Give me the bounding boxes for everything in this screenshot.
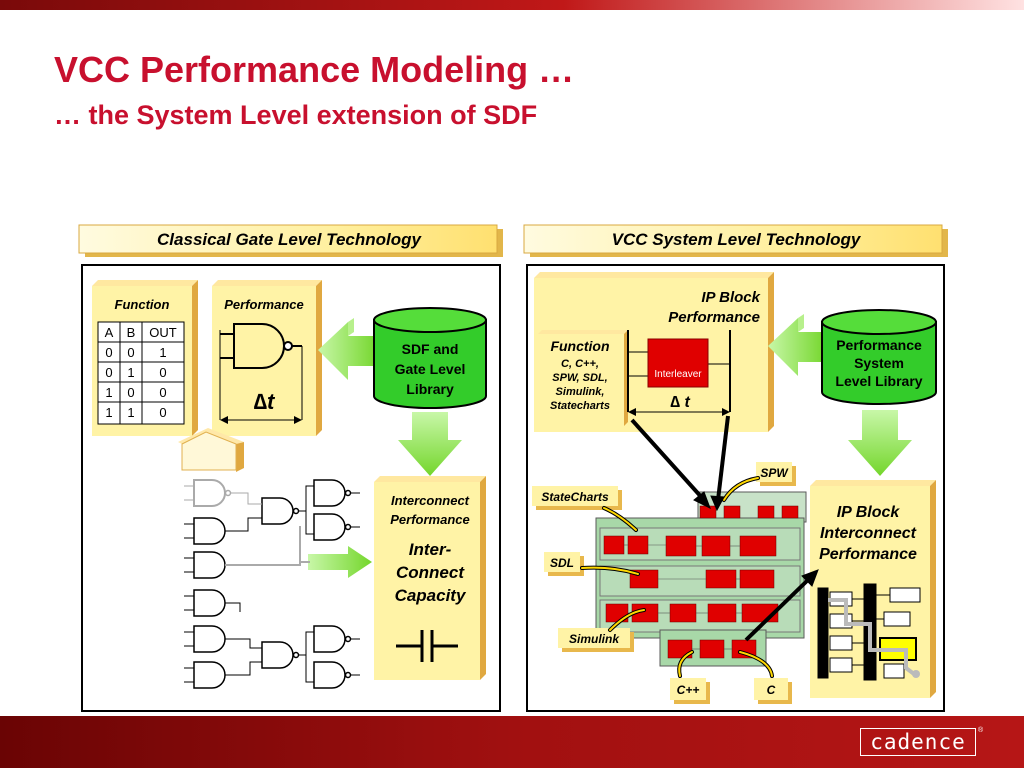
green-arrow-down-1 [398, 412, 462, 476]
ip-interconnect-line2: Interconnect [820, 525, 917, 542]
sdf-library-line3: Library [406, 381, 454, 397]
ip-perf-line2: Performance [668, 309, 760, 326]
bottom-bar [0, 716, 1024, 768]
table-header-out: OUT [149, 325, 177, 340]
sdf-library-line1: SDF and [402, 341, 459, 357]
ip-block-interconnect-box: IP Block Interconnect Performance [810, 480, 936, 698]
callout-statecharts-label: StateCharts [541, 490, 609, 504]
ip-function-label: Function [550, 338, 609, 354]
table-header-b: B [127, 325, 136, 340]
table-cell: 0 [105, 345, 112, 360]
slide-subtitle: … the System Level extension of SDF [54, 100, 538, 130]
hollow-up-arrow [178, 428, 244, 472]
table-header-a: A [105, 325, 114, 340]
truth-table: A B OUT 0 0 1 0 1 0 1 0 0 1 1 0 [97, 321, 185, 425]
performance-box: Performance ∆t [212, 280, 322, 436]
connector-arrows [630, 415, 819, 642]
ip-block-performance-box: IP Block Performance Function C, C++, SP… [534, 272, 774, 432]
performance-label: Performance [224, 297, 303, 312]
right-panel-header: VCC System Level Technology [523, 224, 948, 257]
bus-diagram-icon [817, 583, 921, 681]
interconnect-line1: Interconnect [391, 493, 470, 508]
table-cell: 1 [105, 405, 112, 420]
left-panel-header: Classical Gate Level Technology [78, 224, 503, 257]
delta-t-label: ∆t [254, 389, 276, 414]
table-cell: 0 [159, 365, 166, 380]
callout-sdl-label: SDL [550, 556, 574, 570]
callout-cpp: C++ [670, 678, 710, 704]
interconnect-box: Interconnect Performance Inter- Connect … [374, 476, 486, 680]
green-arrow-left-1 [318, 318, 378, 380]
callout-arrows-fill [581, 477, 773, 677]
sdf-library-line2: Gate Level [395, 361, 466, 377]
ip-function-lang: Simulink, [556, 386, 605, 398]
gate-schematic [193, 479, 352, 689]
table-cell: 0 [159, 385, 166, 400]
callout-statecharts: StateCharts [532, 486, 622, 510]
interconnect-line2: Performance [390, 512, 469, 527]
sdf-library-cylinder: SDF and Gate Level Library [373, 307, 487, 409]
table-cell: 0 [105, 365, 112, 380]
callout-spw: SPW [756, 462, 796, 486]
nand-gate-icon [219, 323, 303, 424]
callout-c-label: C [767, 683, 776, 697]
table-cell: 1 [127, 405, 134, 420]
interleaver-label: Interleaver [654, 369, 702, 380]
cadence-logo: cadence [860, 728, 976, 756]
callout-simulink-label: Simulink [569, 632, 620, 646]
capacity-line3: Capacity [395, 586, 467, 605]
perf-library-line1: Performance [836, 337, 922, 353]
function-label: Function [115, 297, 170, 312]
table-cell: 1 [159, 345, 166, 360]
perf-library-line3: Level Library [835, 373, 922, 389]
capacity-line2: Connect [396, 563, 465, 582]
ip-delta-t-label: ∆ t [670, 394, 690, 411]
table-cell: 0 [127, 345, 134, 360]
function-box: Function A B OUT 0 0 1 0 1 0 1 0 0 1 1 0 [92, 280, 198, 436]
table-cell: 0 [159, 405, 166, 420]
table-cell: 0 [127, 385, 134, 400]
capacity-line1: Inter- [409, 540, 452, 559]
ip-function-lang: Statecharts [550, 400, 610, 412]
green-arrow-right-small [308, 546, 372, 578]
callout-simulink: Simulink [558, 628, 634, 652]
table-cell: 1 [127, 365, 134, 380]
ip-function-lang: SPW, SDL, [552, 372, 607, 384]
ip-interconnect-line3: Performance [819, 546, 917, 563]
callout-sdl: SDL [544, 552, 584, 576]
top-accent-bar [0, 0, 1024, 10]
callout-cpp-label: C++ [677, 683, 700, 697]
gate-wires [184, 485, 360, 683]
ip-interconnect-line1: IP Block [837, 504, 901, 521]
green-arrow-down-2 [848, 410, 912, 476]
callout-spw-label: SPW [760, 466, 789, 480]
green-arrow-left-2 [768, 314, 826, 376]
left-panel-title: Classical Gate Level Technology [157, 230, 422, 249]
callout-c: C [754, 678, 792, 704]
perf-library-line2: System [854, 355, 904, 371]
trademark-symbol: ® [978, 727, 984, 734]
table-cell: 1 [105, 385, 112, 400]
capacitor-icon [396, 630, 458, 662]
ip-perf-line1: IP Block [701, 289, 760, 306]
performance-library-cylinder: Performance System Level Library [821, 309, 937, 405]
right-panel-title: VCC System Level Technology [612, 230, 862, 249]
slide-title: VCC Performance Modeling … [54, 49, 575, 90]
ip-function-lang: C, C++, [561, 358, 599, 370]
interleaver-block: Interleaver [627, 330, 731, 416]
